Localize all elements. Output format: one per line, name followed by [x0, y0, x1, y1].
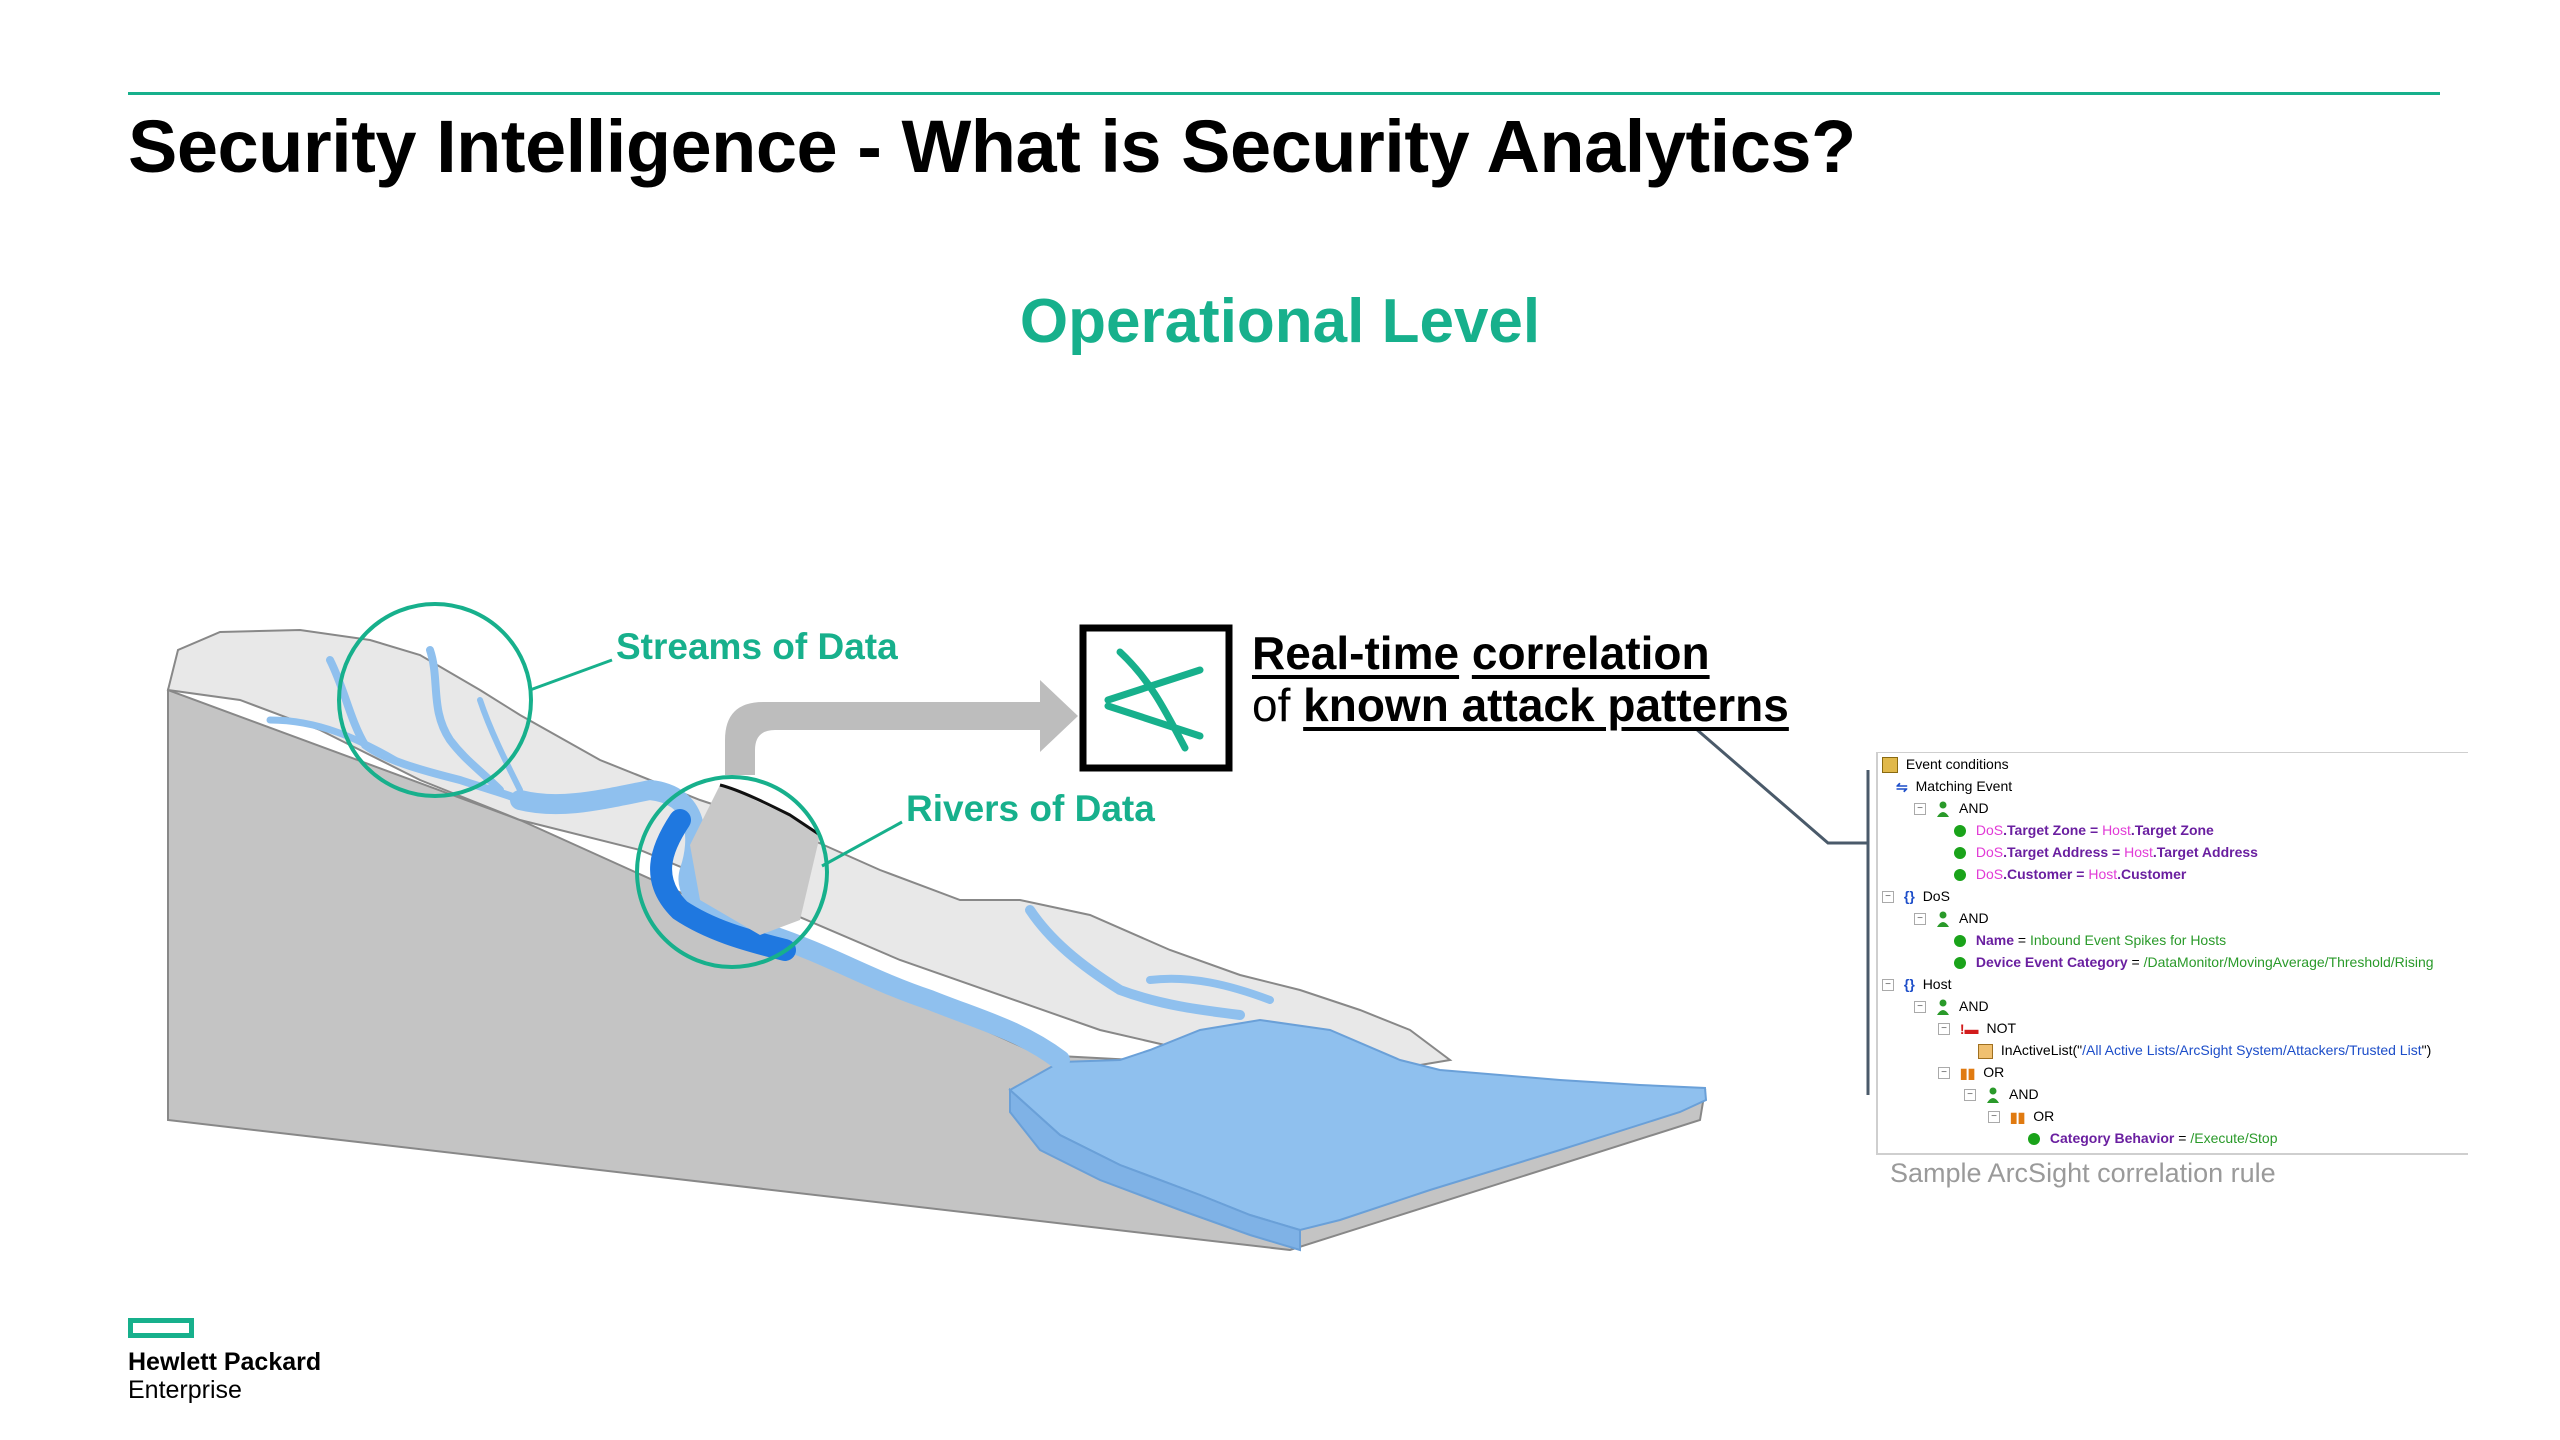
and-operator-icon — [1936, 999, 1949, 1016]
tree-row[interactable]: − AND — [1914, 995, 1989, 1017]
collapse-icon[interactable]: − — [1914, 1001, 1926, 1014]
tree-row[interactable]: − AND — [1964, 1083, 2039, 1105]
collapse-icon[interactable]: − — [1988, 1111, 2000, 1124]
collapse-icon[interactable]: − — [1882, 891, 1894, 904]
correlation-word: correlation — [1471, 627, 1710, 679]
collapse-icon[interactable]: − — [1882, 979, 1894, 992]
tree-row[interactable]: − AND — [1914, 797, 1989, 819]
hpe-logo-icon — [128, 1318, 194, 1338]
stream-3 — [266, 716, 399, 764]
condition-dot-icon — [1954, 825, 1966, 838]
group-brace-icon: {} — [1903, 888, 1915, 904]
matching-event-icon: ⇋ — [1896, 779, 1908, 796]
tree-row[interactable]: Event conditions — [1882, 753, 2009, 775]
tree-row[interactable]: DoS.Target Zone = Host.Target Zone — [1954, 819, 2214, 841]
pocket-edge — [719, 783, 821, 837]
not-operator-icon: !▬ — [1959, 1021, 1979, 1038]
correlation-rule-panel: Event conditions ⇋ Matching Event − AND … — [1876, 752, 2468, 1155]
slide-subtitle: Operational Level — [1019, 287, 1541, 356]
tree-row[interactable]: Category Behavior = /Execute/Stop — [2028, 1127, 2278, 1149]
streams-circle — [337, 602, 533, 798]
or-operator-icon: ▮▮ — [2009, 1109, 2026, 1126]
tree-row[interactable]: − {} DoS — [1882, 885, 1950, 907]
tree-row[interactable]: Name = Inbound Event Spikes for Hosts — [1954, 929, 2226, 951]
tree-row[interactable]: InActiveList("/All Active Lists/ArcSight… — [1978, 1039, 2431, 1061]
streams-callout — [529, 658, 613, 692]
tree-row[interactable]: ⇋ Matching Event — [1896, 775, 2012, 797]
main-river — [510, 779, 1070, 1070]
river-highlight — [650, 809, 796, 961]
river-pocket — [690, 785, 820, 935]
tree-row[interactable]: − ▮▮ OR — [1988, 1105, 2054, 1127]
known-patterns-phrase: known attack patterns — [1303, 679, 1789, 731]
brand-name-line1: Hewlett Packard — [128, 1348, 322, 1376]
active-list-icon — [1978, 1043, 1993, 1059]
condition-dot-icon — [1954, 935, 1966, 948]
condition-dot-icon — [1954, 869, 1966, 882]
collapse-icon[interactable]: − — [1964, 1089, 1976, 1102]
streams-label: Streams of Data — [616, 626, 898, 667]
header-rule — [128, 92, 2440, 95]
tree-row[interactable]: DoS.Customer = Host.Customer — [1954, 863, 2186, 885]
rivers-label: Rivers of Data — [906, 788, 1155, 829]
slide-title: Security Intelligence - What is Security… — [128, 105, 1856, 188]
collapse-icon[interactable]: − — [1938, 1067, 1950, 1080]
and-operator-icon — [1986, 1087, 1999, 1104]
tree-row[interactable]: − ▮▮ OR — [1938, 1061, 2004, 1083]
tree-row[interactable]: − {} Host — [1882, 973, 1951, 995]
tree-row[interactable]: − !▬ NOT — [1938, 1017, 2016, 1039]
conditions-icon — [1882, 757, 1898, 774]
rivers-circle — [635, 775, 829, 969]
lake-edge — [1009, 1087, 1301, 1252]
tributary-right-2 — [1146, 974, 1274, 1004]
tree-row[interactable]: DoS.Target Address = Host.Target Address — [1954, 841, 2258, 863]
brand-name-line2: Enterprise — [128, 1376, 242, 1404]
collapse-icon[interactable]: − — [1938, 1023, 1950, 1036]
and-operator-icon — [1936, 801, 1949, 818]
group-brace-icon: {} — [1903, 976, 1915, 992]
condition-dot-icon — [1954, 957, 1966, 970]
rivers-callout — [821, 820, 903, 868]
stream-4 — [477, 697, 523, 793]
realtime-subheading: of known attack patterns — [1252, 678, 1789, 732]
and-operator-icon — [1936, 911, 1949, 928]
rule-connector — [1694, 726, 1868, 845]
condition-dot-icon — [1954, 847, 1966, 860]
condition-dot-icon — [2028, 1133, 2040, 1146]
of-word: of — [1252, 679, 1291, 731]
realtime-heading: Real-time correlation — [1252, 626, 1710, 680]
flow-arrow — [725, 680, 1078, 775]
collapse-icon[interactable]: − — [1914, 913, 1926, 926]
stream-2 — [426, 646, 504, 794]
tributary-right — [1025, 905, 1245, 1020]
rule-caption: Sample ArcSight correlation rule — [1890, 1158, 2276, 1188]
tree-row[interactable]: − AND — [1914, 907, 1989, 929]
tree-row[interactable]: Device Event Category = /DataMonitor/Mov… — [1954, 951, 2434, 973]
or-operator-icon: ▮▮ — [1959, 1065, 1976, 1082]
correlation-icon — [1104, 648, 1204, 752]
realtime-word: Real-time — [1252, 627, 1460, 679]
collapse-icon[interactable]: − — [1914, 803, 1926, 816]
